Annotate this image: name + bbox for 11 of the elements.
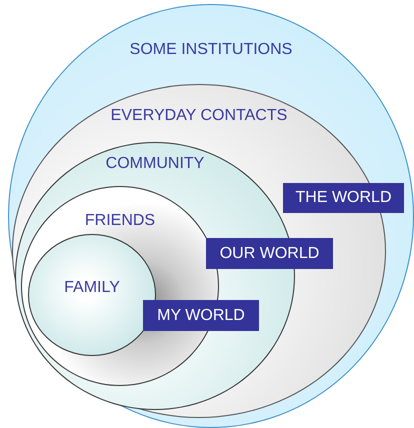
box-label: THE WORLD [296,189,392,207]
label-box [143,300,259,331]
circle-label: EVERYDAY CONTACTS [110,107,288,125]
circle-label: FRIENDS [84,212,156,230]
label-box [283,183,404,213]
circle-label: COMMUNITY [104,155,206,173]
box-label: MY WORLD [157,306,245,324]
label-box [206,238,333,269]
circle-label: FAMILY [63,279,121,297]
circle-label: SOME INSTITUTIONS [128,41,294,59]
box-label: OUR WORLD [220,244,320,262]
